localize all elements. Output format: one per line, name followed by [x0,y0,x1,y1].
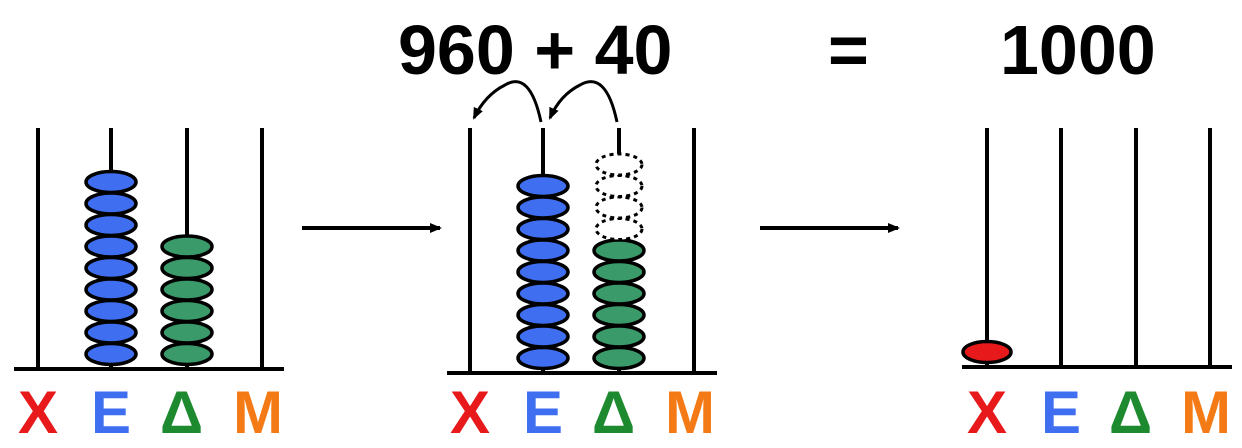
bead-E [84,277,138,302]
bead-Δ [160,341,214,367]
label-M: M [665,379,715,446]
label-M: M [233,379,283,446]
ghost-bead-Δ [594,195,644,220]
carry-arrow-hundreds-to-thousands [472,80,543,123]
equation-result: 1000 [1000,11,1156,89]
label-Δ: Δ [592,379,636,446]
bead-E [84,212,138,238]
label-E: E [1041,379,1082,446]
bead-E [516,173,570,199]
ghost-bead-Δ [594,217,644,241]
bead-Δ [592,238,646,263]
bead-E [84,320,138,345]
bead-Δ [160,298,214,324]
abacus-before-beads [84,169,214,367]
bead-E [516,302,570,328]
ghost-bead-Δ [594,174,644,198]
bead-E [84,169,138,195]
abacus-result-beads [961,339,1013,365]
place-labels-result: X E Δ M [0,378,1242,448]
bead-E [516,216,570,242]
ghost-bead-Δ [594,152,644,177]
place-labels-before: X E Δ M [0,378,300,448]
bead-Δ [592,281,646,306]
equation-equals-sign: = [828,11,869,89]
label-X: X [450,379,491,446]
place-labels-adding: X E Δ M [0,378,760,448]
bead-E [84,234,138,259]
bead-E [516,238,570,263]
bead-Δ [592,324,646,349]
bead-E [516,345,570,371]
label-E: E [91,379,132,446]
bead-Δ [160,277,214,302]
label-M: M [1181,379,1231,446]
bead-E [84,298,138,324]
bead-Δ [160,234,214,259]
abacus-adding-beads [516,152,646,371]
bead-Δ [592,345,646,371]
bead-Δ [592,302,646,328]
equation-left: 960 + 40 [398,11,673,89]
abacus-adding [447,80,717,375]
bead-E [84,341,138,367]
bead-E [84,255,138,281]
abacus-before [14,128,284,371]
abacus-result [961,128,1232,369]
bead-E [516,259,570,285]
bead-X [961,339,1013,365]
carry-arrow-tens-to-hundreds [548,80,619,123]
label-E: E [523,379,564,446]
bead-Δ [160,255,214,281]
bead-Δ [160,320,214,345]
label-X: X [18,379,59,446]
label-Δ: Δ [160,379,204,446]
bead-Δ [592,259,646,285]
label-Δ: Δ [1109,379,1153,446]
bead-E [516,195,570,220]
bead-E [516,281,570,306]
label-X: X [967,379,1008,446]
bead-E [516,324,570,349]
bead-E [84,191,138,216]
